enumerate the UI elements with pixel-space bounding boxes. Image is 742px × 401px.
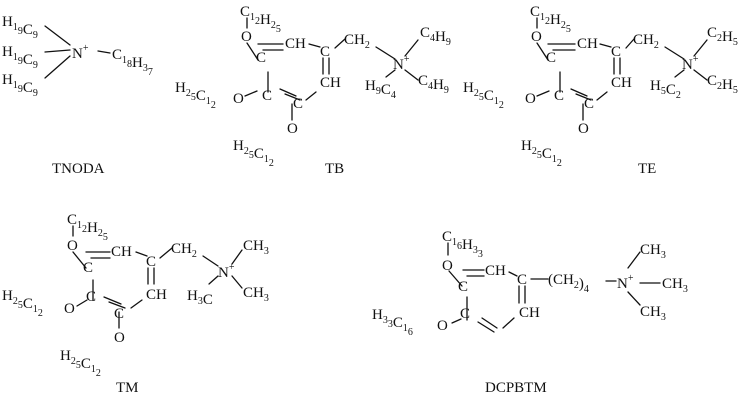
te-label-c12h25-top: C12H25 bbox=[530, 4, 571, 35]
te-ring-ch-2: CH bbox=[611, 75, 632, 91]
te-ring-c-2: C bbox=[611, 44, 621, 60]
tm-oxygen-left: O bbox=[64, 301, 75, 317]
caption-dcpbtm: DCPBTM bbox=[485, 380, 547, 396]
tb-nitrogen-plus: N+ bbox=[393, 54, 410, 73]
tb-ring-ch-1: CH bbox=[285, 36, 306, 52]
dcpbtm-oxygen-left: O bbox=[437, 318, 448, 334]
tm-label-c12h25-top: C12H25 bbox=[67, 212, 108, 243]
tm-label-h25c12-left: H25C12 bbox=[2, 288, 43, 319]
tb-oxygen-left: O bbox=[233, 91, 244, 107]
tm-oxygen-bottom: O bbox=[114, 330, 125, 346]
dcpbtm-label-c16h33-top: C16H33 bbox=[442, 229, 483, 260]
caption-tm: TM bbox=[116, 380, 139, 396]
tm-ring-c-2: C bbox=[146, 254, 156, 270]
svg-text:H19C9: H19C9 bbox=[2, 44, 38, 71]
caption-tb: TB bbox=[325, 161, 344, 177]
tm-label-ch2: CH2 bbox=[171, 241, 197, 260]
structure-tb: C12H25 O C CH C CH C C O H25C12 O H25C12… bbox=[175, 4, 451, 169]
dcpbtm-label-ch3-bottom: CH3 bbox=[640, 304, 666, 323]
tnoda-label-c18h37: C18H37 bbox=[112, 47, 153, 78]
tnoda-label-h19c9-3: H19C9 bbox=[2, 72, 38, 99]
te-label-ch2: CH2 bbox=[633, 32, 659, 51]
te-oxygen-bottom: O bbox=[578, 121, 589, 137]
te-ring-c-4: C bbox=[554, 88, 564, 104]
tm-ring-ch-1: CH bbox=[111, 244, 132, 260]
tnoda-label-h19c9-2: H19C9 bbox=[2, 44, 38, 71]
dcpbtm-label-ch3-top: CH3 bbox=[640, 242, 666, 261]
tb-ring-c-4: C bbox=[262, 88, 272, 104]
dcpbtm-ring-ch-1: CH bbox=[485, 263, 506, 279]
dcpbtm-label-h33c16: H33C16 bbox=[372, 307, 413, 338]
tm-ring-c-4: C bbox=[86, 289, 96, 305]
te-nitrogen-plus: N+ bbox=[682, 54, 699, 73]
tb-oxygen-bottom: O bbox=[287, 121, 298, 137]
tnoda-label-h19c9-1: H19C9 bbox=[2, 14, 38, 41]
te-ring-c-3: C bbox=[584, 96, 594, 112]
dcpbtm-label-ch2-4: (CH2)4 bbox=[548, 272, 589, 295]
dcpbtm-ring-c-1: C bbox=[458, 279, 468, 295]
tb-label-h9c4: H9C4 bbox=[365, 78, 396, 101]
te-label-c2h5-right: C2H5 bbox=[707, 73, 738, 96]
tb-label-h25c12-bottom: H25C12 bbox=[233, 138, 274, 169]
te-oxygen-left: O bbox=[525, 91, 536, 107]
caption-tnoda: TNODA bbox=[52, 161, 105, 177]
tm-nitrogen-plus: N+ bbox=[218, 262, 235, 281]
dcpbtm-oxygen-top: O bbox=[442, 258, 453, 274]
te-label-h25c12-bottom: H25C12 bbox=[521, 138, 562, 169]
te-ring-ch-1: CH bbox=[577, 36, 598, 52]
tm-ring-c-1: C bbox=[83, 260, 93, 276]
tb-ring-c-3: C bbox=[293, 96, 303, 112]
svg-text:N+: N+ bbox=[72, 43, 89, 62]
te-label-h25c12-left: H25C12 bbox=[463, 80, 504, 111]
te-label-c2h5-top: C2H5 bbox=[707, 25, 738, 48]
tm-ring-ch-2: CH bbox=[146, 287, 167, 303]
svg-text:H19C9: H19C9 bbox=[2, 14, 38, 41]
tm-oxygen-top: O bbox=[67, 238, 78, 254]
structure-dcpbtm: C16H33 O C CH C CH C O H33C16 (CH2)4 N+ … bbox=[372, 229, 688, 338]
tb-label-h25c12-left: H25C12 bbox=[175, 80, 216, 111]
dcpbtm-ring-ch-2: CH bbox=[519, 305, 540, 321]
tb-ring-ch-2: CH bbox=[320, 75, 341, 91]
tm-label-ch3-right: CH3 bbox=[243, 285, 269, 304]
tb-oxygen-top: O bbox=[241, 29, 252, 45]
tb-label-c4h9-top: C4H9 bbox=[420, 25, 451, 48]
dcpbtm-nitrogen-plus: N+ bbox=[617, 273, 634, 292]
tb-ring-c-2: C bbox=[320, 44, 330, 60]
tm-label-h25c12-bottom: H25C12 bbox=[60, 348, 101, 379]
te-ring-c-1: C bbox=[546, 50, 556, 66]
tb-label-c12h25-top: C12H25 bbox=[240, 4, 281, 35]
caption-te: TE bbox=[638, 161, 656, 177]
tm-label-h3c: H3C bbox=[187, 288, 213, 308]
tb-label-c4h9-right: C4H9 bbox=[418, 73, 449, 96]
svg-text:C18H37: C18H37 bbox=[112, 47, 153, 78]
structure-te: C12H25 O C CH C CH C C O H25C12 O H25C12… bbox=[463, 4, 738, 169]
te-label-h5c2: H5C2 bbox=[650, 78, 681, 101]
dcpbtm-label-ch3-right: CH3 bbox=[662, 276, 688, 295]
te-oxygen-top: O bbox=[531, 29, 542, 45]
structure-tm: C12H25 O C CH C CH C C O H25C12 O H25C12… bbox=[2, 212, 269, 379]
tb-label-ch2: CH2 bbox=[344, 32, 370, 51]
tm-label-ch3-top: CH3 bbox=[243, 238, 269, 257]
dcpbtm-ring-c-4: C bbox=[460, 306, 470, 322]
dcpbtm-ring-c-2: C bbox=[517, 272, 527, 288]
structure-tnoda: H19C9 H19C9 H19C9 N+ C18H37 bbox=[2, 14, 153, 99]
svg-text:H19C9: H19C9 bbox=[2, 72, 38, 99]
tnoda-nitrogen-plus: N+ bbox=[72, 43, 89, 62]
tm-ring-c-3: C bbox=[114, 306, 124, 322]
tb-ring-c-1: C bbox=[256, 50, 266, 66]
